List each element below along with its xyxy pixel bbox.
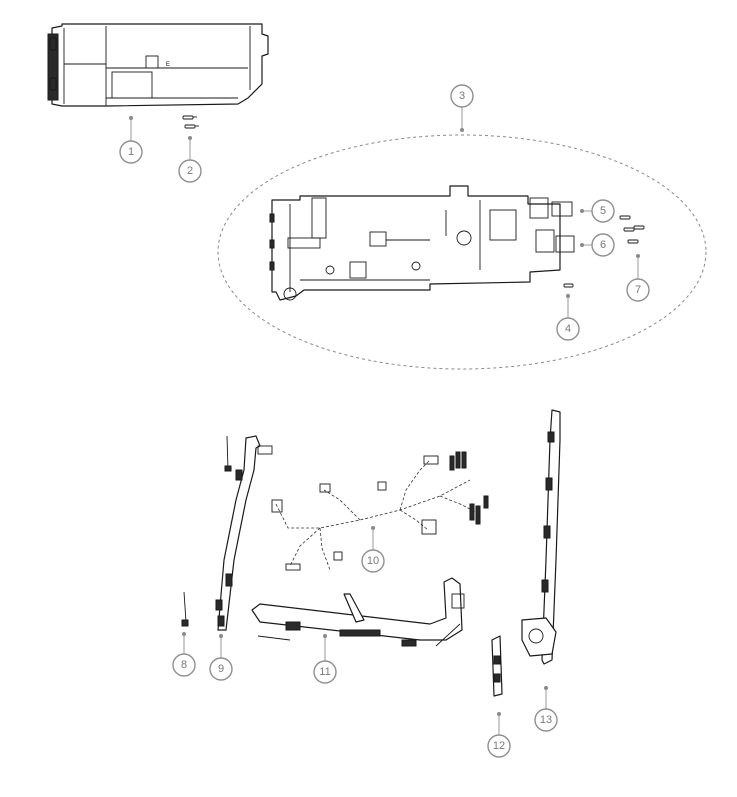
callout-11-label: 11 bbox=[319, 666, 330, 678]
callout-10: 10 bbox=[361, 549, 385, 573]
callout-13: 13 bbox=[534, 708, 558, 732]
callout-1: 1 bbox=[119, 140, 143, 164]
callout-7: 7 bbox=[626, 278, 650, 302]
callout-2-label: 2 bbox=[187, 165, 193, 177]
callout-11: 11 bbox=[313, 660, 337, 684]
callout-7-label: 7 bbox=[635, 284, 641, 296]
callout-5-label: 5 bbox=[600, 205, 606, 217]
part-4-screw bbox=[563, 283, 574, 288]
callout-3: 3 bbox=[450, 84, 474, 108]
callout-9-label: 9 bbox=[218, 663, 224, 675]
part-8-cable-tie bbox=[181, 435, 232, 627]
callout-8: 8 bbox=[172, 653, 196, 677]
callout-10-label: 10 bbox=[367, 555, 379, 567]
callout-3-label: 3 bbox=[459, 90, 465, 102]
part-9-left-rail bbox=[215, 435, 273, 631]
leader-lines bbox=[129, 107, 640, 735]
callout-4-label: 4 bbox=[565, 323, 571, 335]
callout-6-label: 6 bbox=[600, 239, 606, 251]
callout-12-label: 12 bbox=[493, 740, 505, 752]
part-3-control-board-assembly bbox=[217, 134, 707, 370]
callout-6: 6 bbox=[591, 233, 615, 257]
callout-13-label: 13 bbox=[540, 714, 552, 726]
callout-8-label: 8 bbox=[181, 659, 187, 671]
part-7-screws bbox=[619, 215, 645, 244]
part-11-bottom-frame bbox=[251, 577, 465, 647]
part-1-housing: E bbox=[47, 23, 269, 107]
part-10-wiring-harness bbox=[271, 451, 489, 571]
callout-5: 5 bbox=[591, 199, 615, 223]
callout-9: 9 bbox=[209, 657, 233, 681]
part-13-right-rail bbox=[521, 409, 561, 665]
callout-4: 4 bbox=[556, 317, 580, 341]
part-12-bracket bbox=[491, 635, 503, 697]
callout-1-label: 1 bbox=[128, 146, 134, 158]
part-2-screws bbox=[182, 115, 199, 129]
assembly-outline bbox=[217, 134, 707, 370]
callout-12: 12 bbox=[487, 734, 511, 758]
callout-2: 2 bbox=[178, 159, 202, 183]
svg-text:E: E bbox=[166, 62, 170, 68]
